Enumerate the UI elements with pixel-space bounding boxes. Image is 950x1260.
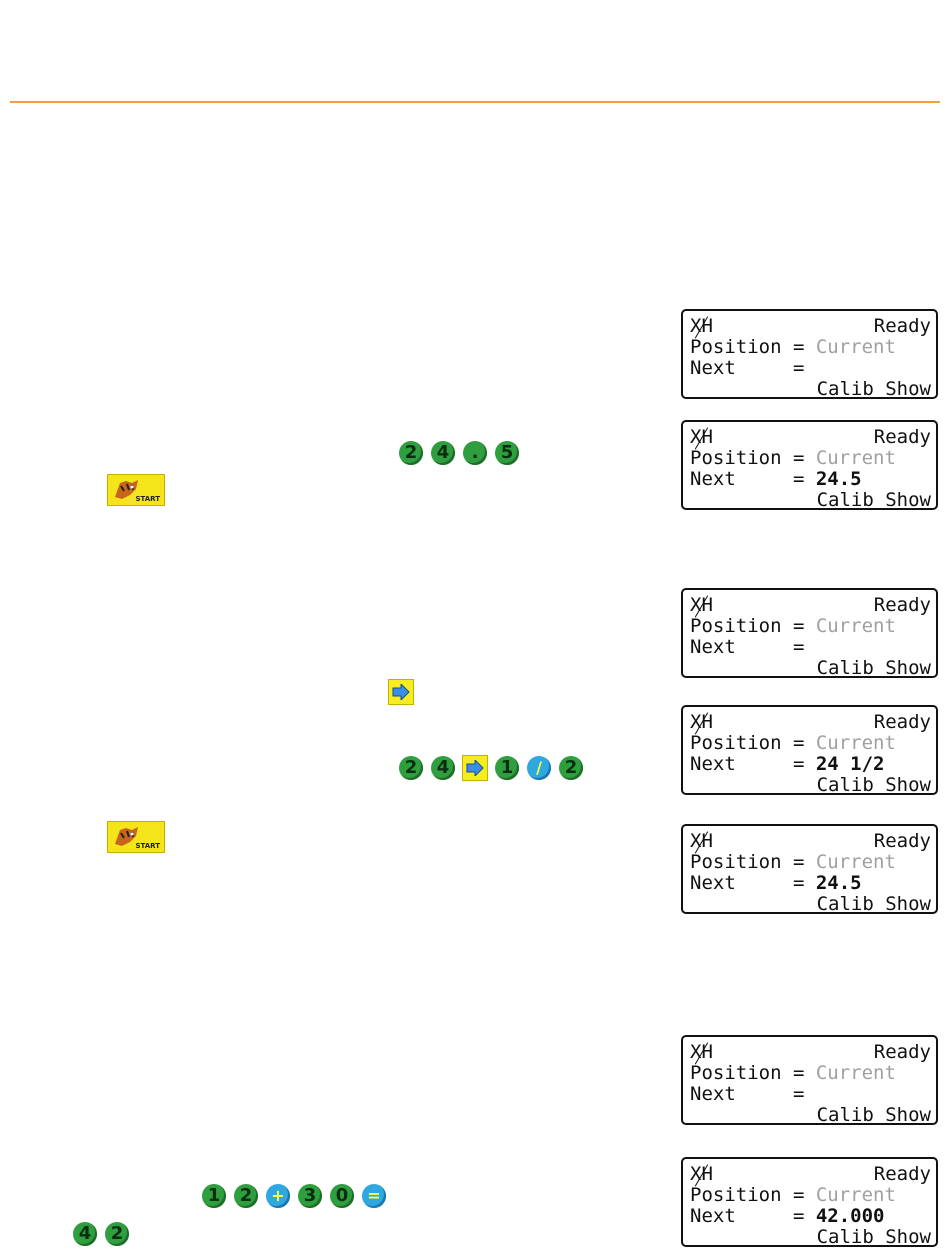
status-text: Ready — [873, 1163, 931, 1185]
position-value: Current — [815, 447, 896, 469]
next-label: Next = — [690, 468, 805, 490]
position-value: Current — [815, 615, 896, 637]
softkey-labels: Calib Show — [816, 774, 931, 796]
position-label: Position = — [690, 732, 805, 754]
status-text: Ready — [873, 1041, 931, 1063]
mode-label: XH — [690, 711, 713, 733]
next-value: 24.5 — [815, 468, 862, 490]
start-label: START — [135, 842, 160, 850]
next-label: Next = — [690, 872, 805, 894]
position-label: Position = — [690, 1184, 805, 1206]
right-arrow-icon — [466, 760, 484, 776]
next-value: 24.5 — [815, 872, 862, 894]
tiger-icon — [115, 480, 138, 499]
status-text: Ready — [873, 830, 931, 852]
key-plus[interactable]: + — [266, 1184, 290, 1208]
position-value: Current — [815, 1062, 896, 1084]
status-text: Ready — [873, 315, 931, 337]
position-label: Position = — [690, 1062, 805, 1084]
status-text: Ready — [873, 426, 931, 448]
right-arrow-icon — [392, 684, 410, 700]
next-label: Next = — [690, 1205, 805, 1227]
lcd-display-7: XH Ready Position = Current Next = 42.000… — [681, 1157, 938, 1248]
next-label: Next = — [690, 357, 805, 379]
position-value: Current — [815, 336, 896, 358]
header-rule — [10, 101, 940, 103]
key-fraction[interactable]: / — [527, 756, 551, 780]
key-2[interactable]: 2 — [234, 1184, 258, 1208]
key-3[interactable]: 3 — [298, 1184, 322, 1208]
position-value: Current — [815, 1184, 896, 1206]
softkey-labels: Calib Show — [816, 1104, 931, 1126]
softkey-labels: Calib Show — [816, 657, 931, 679]
key-2[interactable]: 2 — [399, 756, 423, 780]
tiger-icon — [115, 827, 138, 846]
position-label: Position = — [690, 851, 805, 873]
status-text: Ready — [873, 711, 931, 733]
key-2[interactable]: 2 — [105, 1222, 129, 1246]
lcd-display-2: XH Ready Position = Current Next = 24.5 C… — [681, 420, 938, 511]
position-label: Position = — [690, 615, 805, 637]
mode-label: XH — [690, 1041, 713, 1063]
key-decimal[interactable]: . — [463, 441, 487, 465]
softkey-labels: Calib Show — [816, 1226, 931, 1248]
lcd-display-5: XH Ready Position = Current Next = 24.5 C… — [681, 824, 938, 915]
mode-label: XH — [690, 1163, 713, 1185]
next-label: Next = — [690, 753, 805, 775]
next-value: 42.000 — [815, 1205, 885, 1227]
mode-label: XH — [690, 594, 713, 616]
next-label: Next = — [690, 1083, 805, 1105]
key-1[interactable]: 1 — [495, 756, 519, 780]
mode-label: XH — [690, 315, 713, 337]
start-button[interactable]: START — [107, 821, 165, 853]
key-4[interactable]: 4 — [73, 1222, 97, 1246]
position-label: Position = — [690, 447, 805, 469]
position-label: Position = — [690, 336, 805, 358]
softkey-labels: Calib Show — [816, 893, 931, 915]
softkey-labels: Calib Show — [816, 378, 931, 400]
key-4[interactable]: 4 — [431, 441, 455, 465]
next-label: Next = — [690, 636, 805, 658]
key-4[interactable]: 4 — [431, 756, 455, 780]
position-value: Current — [815, 851, 896, 873]
softkey-labels: Calib Show — [816, 489, 931, 511]
key-5[interactable]: 5 — [495, 441, 519, 465]
lcd-display-3: XH Ready Position = Current Next = Calib … — [681, 588, 938, 679]
key-1[interactable]: 1 — [202, 1184, 226, 1208]
start-label: START — [135, 495, 160, 503]
lcd-display-4: XH Ready Position = Current Next = 24 1/2… — [681, 705, 938, 796]
key-2[interactable]: 2 — [399, 441, 423, 465]
arrow-key[interactable] — [462, 755, 488, 781]
lcd-display-6: XH Ready Position = Current Next = Calib … — [681, 1035, 938, 1126]
start-button[interactable]: START — [107, 474, 165, 506]
key-equals[interactable]: = — [362, 1184, 386, 1208]
key-0[interactable]: 0 — [330, 1184, 354, 1208]
status-text: Ready — [873, 594, 931, 616]
next-value: 24 1/2 — [815, 753, 885, 775]
arrow-key[interactable] — [388, 679, 414, 705]
mode-label: XH — [690, 426, 713, 448]
lcd-display-1: XH Ready Position = Current Next = Calib … — [681, 309, 938, 400]
position-value: Current — [815, 732, 896, 754]
key-2[interactable]: 2 — [559, 756, 583, 780]
mode-label: XH — [690, 830, 713, 852]
